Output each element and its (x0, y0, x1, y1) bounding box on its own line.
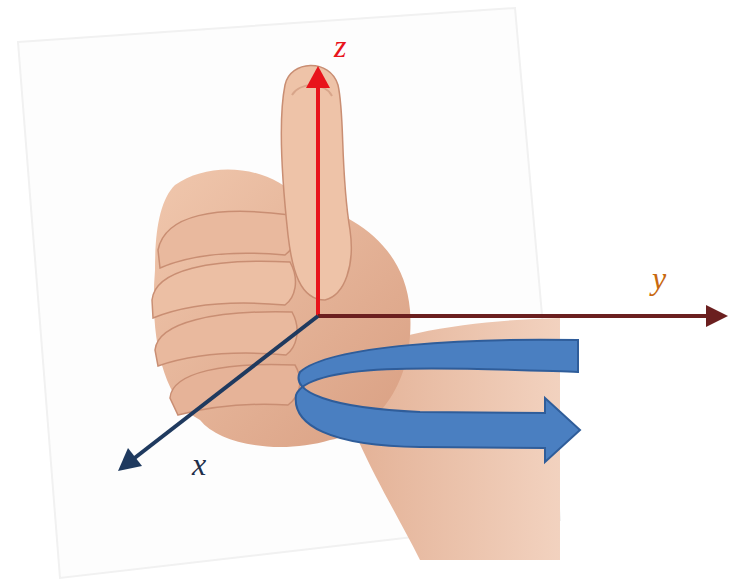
z-axis (316, 82, 320, 316)
y-arrowhead (706, 305, 728, 327)
x-axis (132, 316, 318, 460)
finger (158, 211, 295, 268)
finger (155, 312, 297, 366)
axis-label: y (652, 262, 666, 294)
axis-label: x (192, 448, 206, 480)
photo-ground (18, 8, 560, 578)
z-arrowhead (306, 66, 330, 88)
rotation-arrow (296, 340, 580, 462)
fist (154, 169, 411, 447)
y-axis (318, 314, 712, 318)
finger (170, 364, 300, 415)
x-arrowhead (118, 448, 142, 471)
axis-label: z (334, 30, 346, 62)
finger (152, 261, 295, 318)
